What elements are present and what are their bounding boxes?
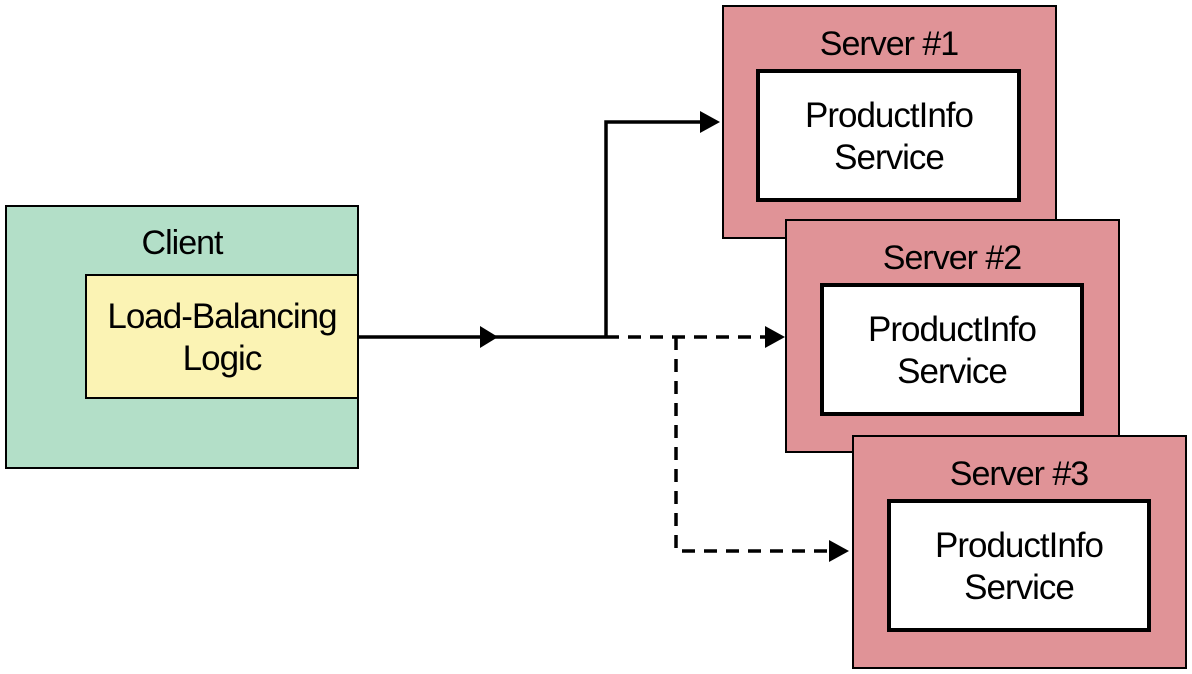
arrow-server-3 bbox=[829, 540, 849, 562]
server-2-service-line1: ProductInfo bbox=[868, 310, 1036, 349]
server-3-title: Server #3 bbox=[950, 455, 1088, 493]
server-2-box: Server #2 ProductInfo Service bbox=[785, 219, 1120, 453]
main-mid-arrow bbox=[480, 326, 498, 348]
arrow-server-2 bbox=[765, 326, 785, 348]
server-3-service-line1: ProductInfo bbox=[935, 526, 1103, 565]
arrow-server-1 bbox=[700, 111, 720, 133]
client-title: Client bbox=[142, 224, 224, 262]
server-2-title: Server #2 bbox=[883, 239, 1021, 277]
server-3-service-box bbox=[887, 499, 1151, 632]
server-3-box: Server #3 ProductInfo Service bbox=[852, 435, 1187, 669]
load-balancing-logic-line1: Load-Balancing bbox=[107, 297, 336, 336]
server-1-box: Server #1 ProductInfo Service bbox=[722, 5, 1057, 239]
load-balancing-logic-box bbox=[85, 274, 359, 399]
server-1-title: Server #1 bbox=[820, 25, 958, 63]
server-1-service-line1: ProductInfo bbox=[805, 96, 973, 135]
load-balancing-logic-line2: Logic bbox=[183, 339, 262, 378]
connectors bbox=[358, 111, 849, 562]
server-3-service-line2: Service bbox=[964, 568, 1074, 607]
connector-server-3 bbox=[674, 337, 830, 553]
server-2-service-line2: Service bbox=[897, 352, 1007, 391]
server-2-service-box bbox=[820, 283, 1084, 416]
server-1-service-line2: Service bbox=[834, 138, 944, 177]
client-box: Client Load-Balancing Logic bbox=[5, 205, 359, 469]
connector-server-1 bbox=[604, 120, 702, 337]
server-1-service-box bbox=[756, 69, 1021, 202]
